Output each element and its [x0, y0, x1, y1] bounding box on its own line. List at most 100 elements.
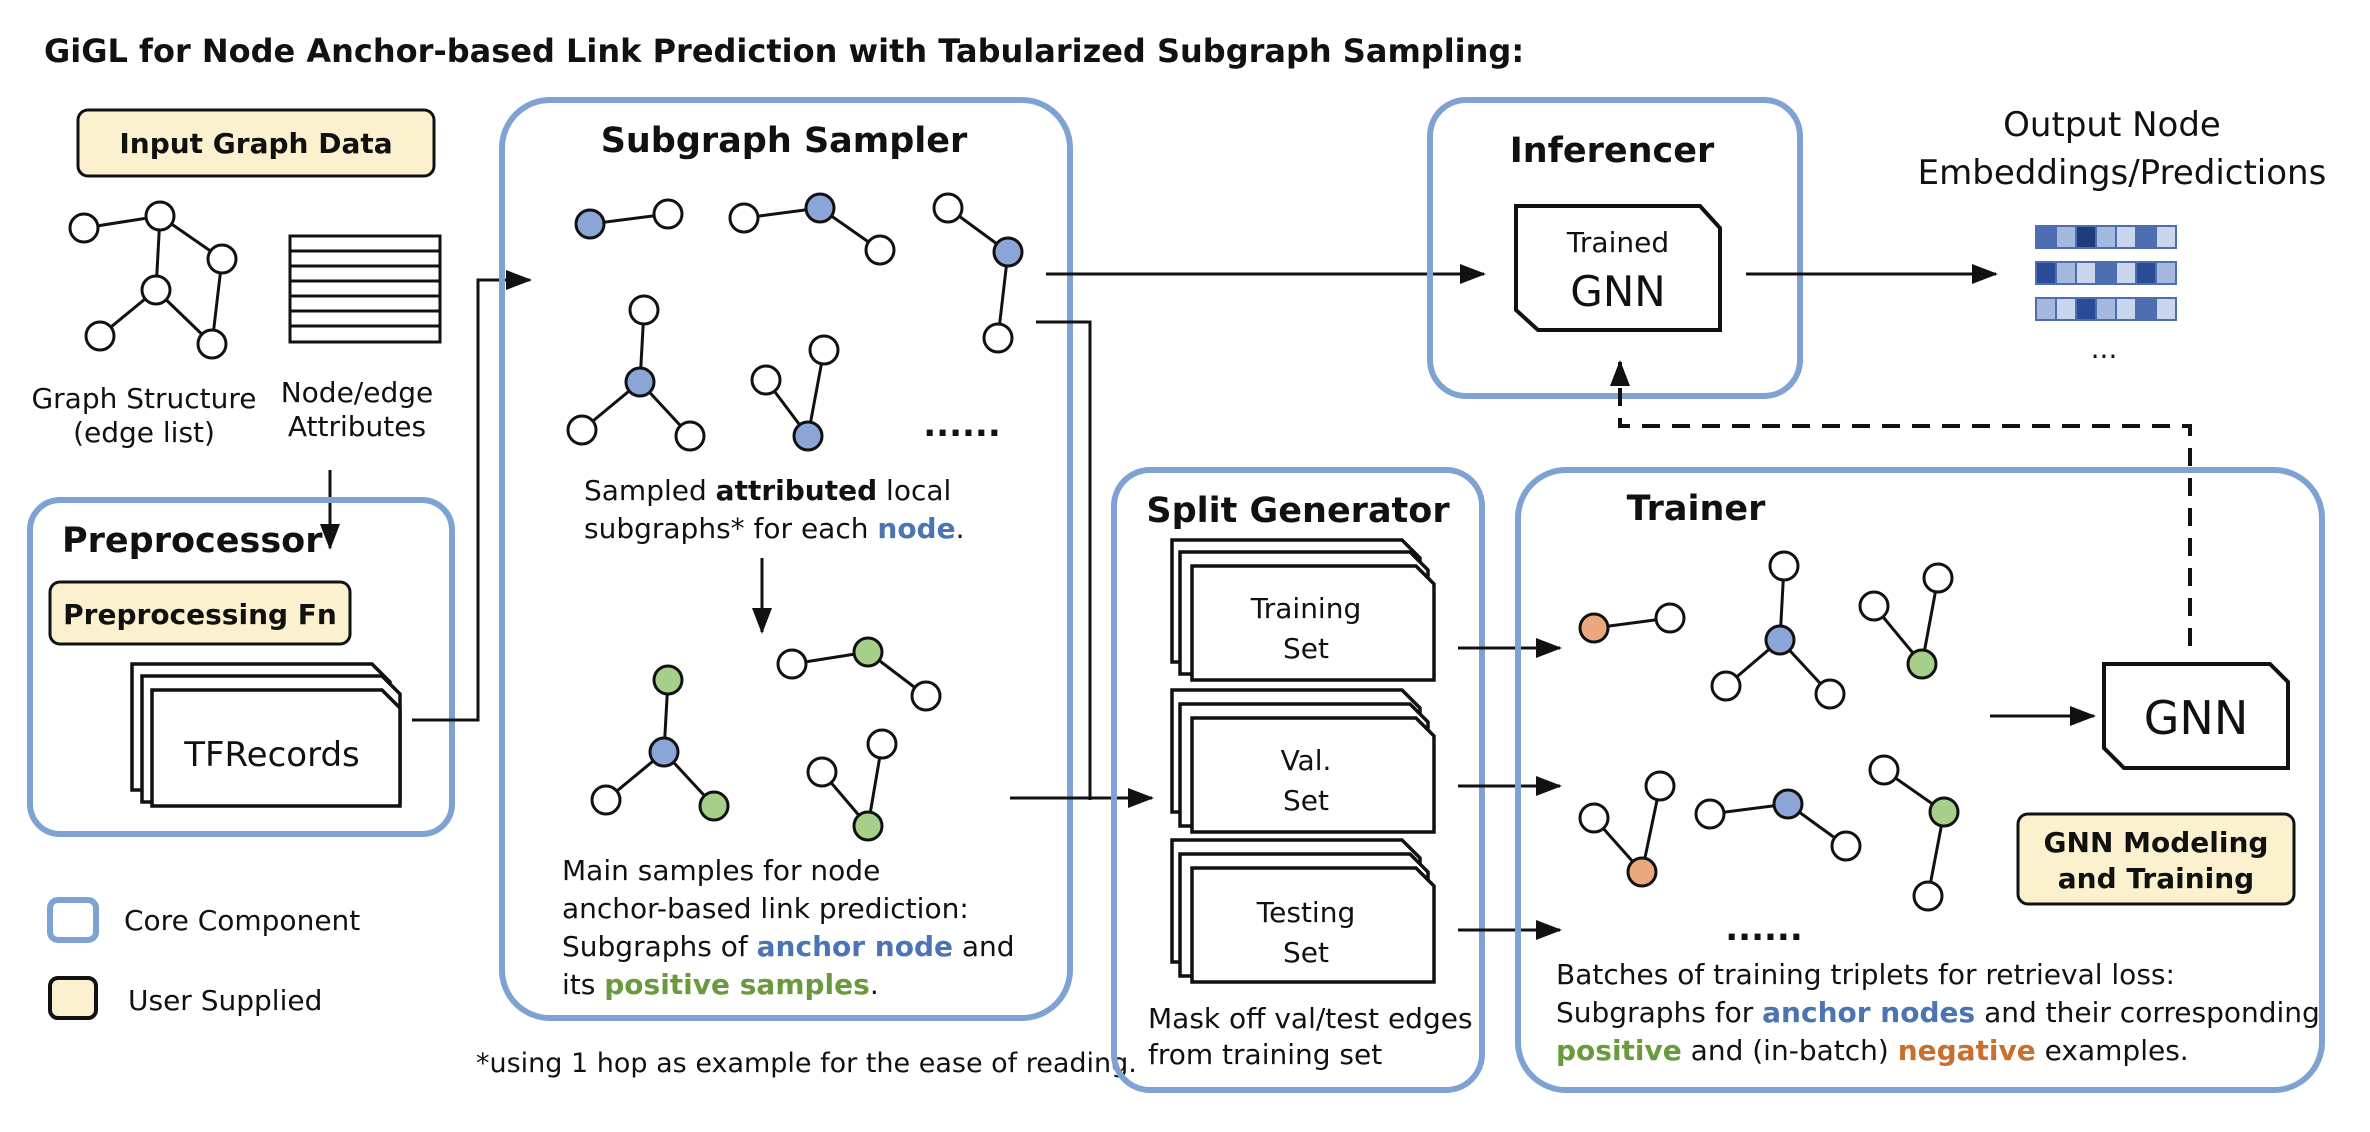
input-graph-data-badge	[76, 108, 436, 178]
caption-text: Batches of training triplets for retriev…	[1556, 958, 2175, 991]
gnn-model-label: GNN	[2144, 691, 2248, 745]
svg-text:subgraphs* for each node.: subgraphs* for each node.	[584, 512, 965, 545]
caption-text: Subgraphs for	[1556, 996, 1762, 1029]
anchor-node	[648, 736, 680, 768]
val-set-label-2: Set	[1283, 784, 1329, 817]
anchor-node	[1772, 788, 1804, 820]
caption-text: Subgraphs of	[562, 930, 757, 963]
split-generator-box	[1111, 467, 1485, 1093]
testing-set-stack: Testing Set	[1170, 838, 1436, 984]
feedback-arrow-to-inferencer	[1610, 360, 2192, 646]
node-edge-label: Node/edge	[281, 376, 434, 409]
embedding-cell	[2055, 225, 2077, 249]
output-title-line-1: Output Node	[2003, 105, 2221, 145]
input-graph-data-label: Input Graph Data	[119, 127, 392, 160]
training-set-label-2: Set	[1283, 632, 1329, 665]
legend-user-label: User Supplied	[128, 984, 322, 1017]
caption-node-word: node	[877, 512, 955, 545]
embedding-cell	[2115, 297, 2137, 321]
caption-text: and	[953, 930, 1015, 963]
embedding-cell	[2135, 297, 2157, 321]
training-set-label-1: Training	[1250, 592, 1361, 625]
legend-core-swatch	[47, 897, 99, 943]
caption-text: and their corresponding	[1975, 996, 2320, 1029]
trained-label: Trained	[1566, 226, 1669, 259]
sampler-ellipsis: ......	[923, 405, 1001, 445]
svg-text:its positive samples.: its positive samples.	[562, 968, 879, 1001]
graph-structure-icon	[68, 200, 238, 360]
sampler-caption-2: Main samples for node anchor-based link …	[562, 854, 1015, 1001]
trainer-panel: Trainer	[1515, 467, 2325, 1093]
testing-set-label-1: Testing	[1256, 896, 1355, 929]
inferencer-panel: Inferencer Trained GNN	[1427, 97, 1803, 399]
gnn-label: GNN	[1570, 267, 1665, 316]
anchor-node	[574, 208, 606, 240]
trained-gnn-model	[1514, 204, 1722, 332]
anchor-node	[804, 192, 836, 224]
negative-node	[1626, 856, 1658, 888]
split-caption-line-2: from training set	[1148, 1038, 1382, 1071]
svg-text:Subgraphs for anchor nodes and: Subgraphs for anchor nodes and their cor…	[1556, 996, 2320, 1029]
embedding-cell	[2095, 297, 2117, 321]
caption-text: examples.	[2036, 1034, 2189, 1067]
output-title-line-2: Embeddings/Predictions	[1918, 153, 2327, 193]
legend-core-label: Core Component	[124, 904, 360, 937]
positive-node	[698, 790, 730, 822]
embedding-cell	[2035, 261, 2057, 285]
gnn-modeling-label-1: GNN Modeling	[2044, 826, 2269, 859]
embedding-cell	[2075, 261, 2097, 285]
main-samples-graphs	[590, 636, 942, 842]
caption-positive-samples: positive samples	[604, 968, 870, 1001]
embedding-cell	[2035, 297, 2057, 321]
caption-text: .	[870, 968, 879, 1001]
embedding-cell	[2155, 297, 2177, 321]
caption-text: anchor-based link prediction:	[562, 892, 969, 925]
positive-node	[852, 636, 884, 668]
preprocessor-box	[27, 497, 455, 837]
svg-text:Subgraphs of anchor node and: Subgraphs of anchor node and	[562, 930, 1015, 963]
preprocessor-panel: Preprocessor Preprocessing Fn TFRecords	[27, 497, 455, 837]
val-set-stack: Val. Set	[1170, 688, 1436, 834]
inferencer-box	[1427, 97, 1803, 399]
embedding-cell	[2075, 225, 2097, 249]
anchor-node	[992, 236, 1024, 268]
attributes-label: Attributes	[288, 410, 426, 443]
caption-text: Main samples for node	[562, 854, 880, 887]
embedding-cell	[2035, 225, 2057, 249]
trainer-box	[1515, 467, 2325, 1093]
preprocessing-fn-badge	[48, 580, 352, 646]
positive-node	[1928, 796, 1960, 828]
embedding-cell	[2095, 261, 2117, 285]
caption-anchor-node: anchor node	[757, 930, 953, 963]
caption-text-bold: attributed	[716, 474, 877, 507]
svg-text:positive and (in-batch) negati: positive and (in-batch) negative example…	[1556, 1034, 2189, 1067]
footnote: *using 1 hop as example for the ease of …	[476, 1048, 1137, 1079]
anchor-node	[792, 420, 824, 452]
subgraph-sampler-title: Subgraph Sampler	[601, 121, 968, 161]
trainer-ellipsis: ......	[1725, 909, 1803, 949]
attribute-table-icon	[288, 234, 442, 344]
caption-anchor-nodes: anchor nodes	[1762, 996, 1975, 1029]
testing-set-label-2: Set	[1283, 936, 1329, 969]
sampled-subgraphs-top	[566, 192, 1024, 452]
graph-structure-label: Graph Structure	[31, 382, 256, 415]
connector-to-split	[1036, 320, 1092, 800]
preprocessor-title: Preprocessor	[62, 521, 323, 561]
output-ellipsis: ...	[2091, 332, 2118, 365]
input-graph-data: Input Graph Data Graph Structure (ed	[31, 108, 442, 550]
positive-node	[852, 810, 884, 842]
embedding-cell	[2055, 261, 2077, 285]
gnn-modeling-badge	[2016, 812, 2296, 906]
embedding-cell	[2155, 225, 2177, 249]
caption-text: Sampled	[584, 474, 716, 507]
embedding-cell	[2115, 225, 2137, 249]
diagram-title: GiGL for Node Anchor-based Link Predicti…	[44, 32, 1524, 70]
embedding-cell	[2135, 261, 2157, 285]
subgraph-sampler-box	[499, 97, 1073, 1021]
split-generator-title: Split Generator	[1146, 491, 1450, 531]
gnn-model	[2102, 662, 2290, 770]
embedding-cell	[2115, 261, 2137, 285]
output-section: Output Node Embeddings/Predictions ...	[1918, 105, 2327, 365]
trainer-title: Trainer	[1627, 489, 1767, 529]
